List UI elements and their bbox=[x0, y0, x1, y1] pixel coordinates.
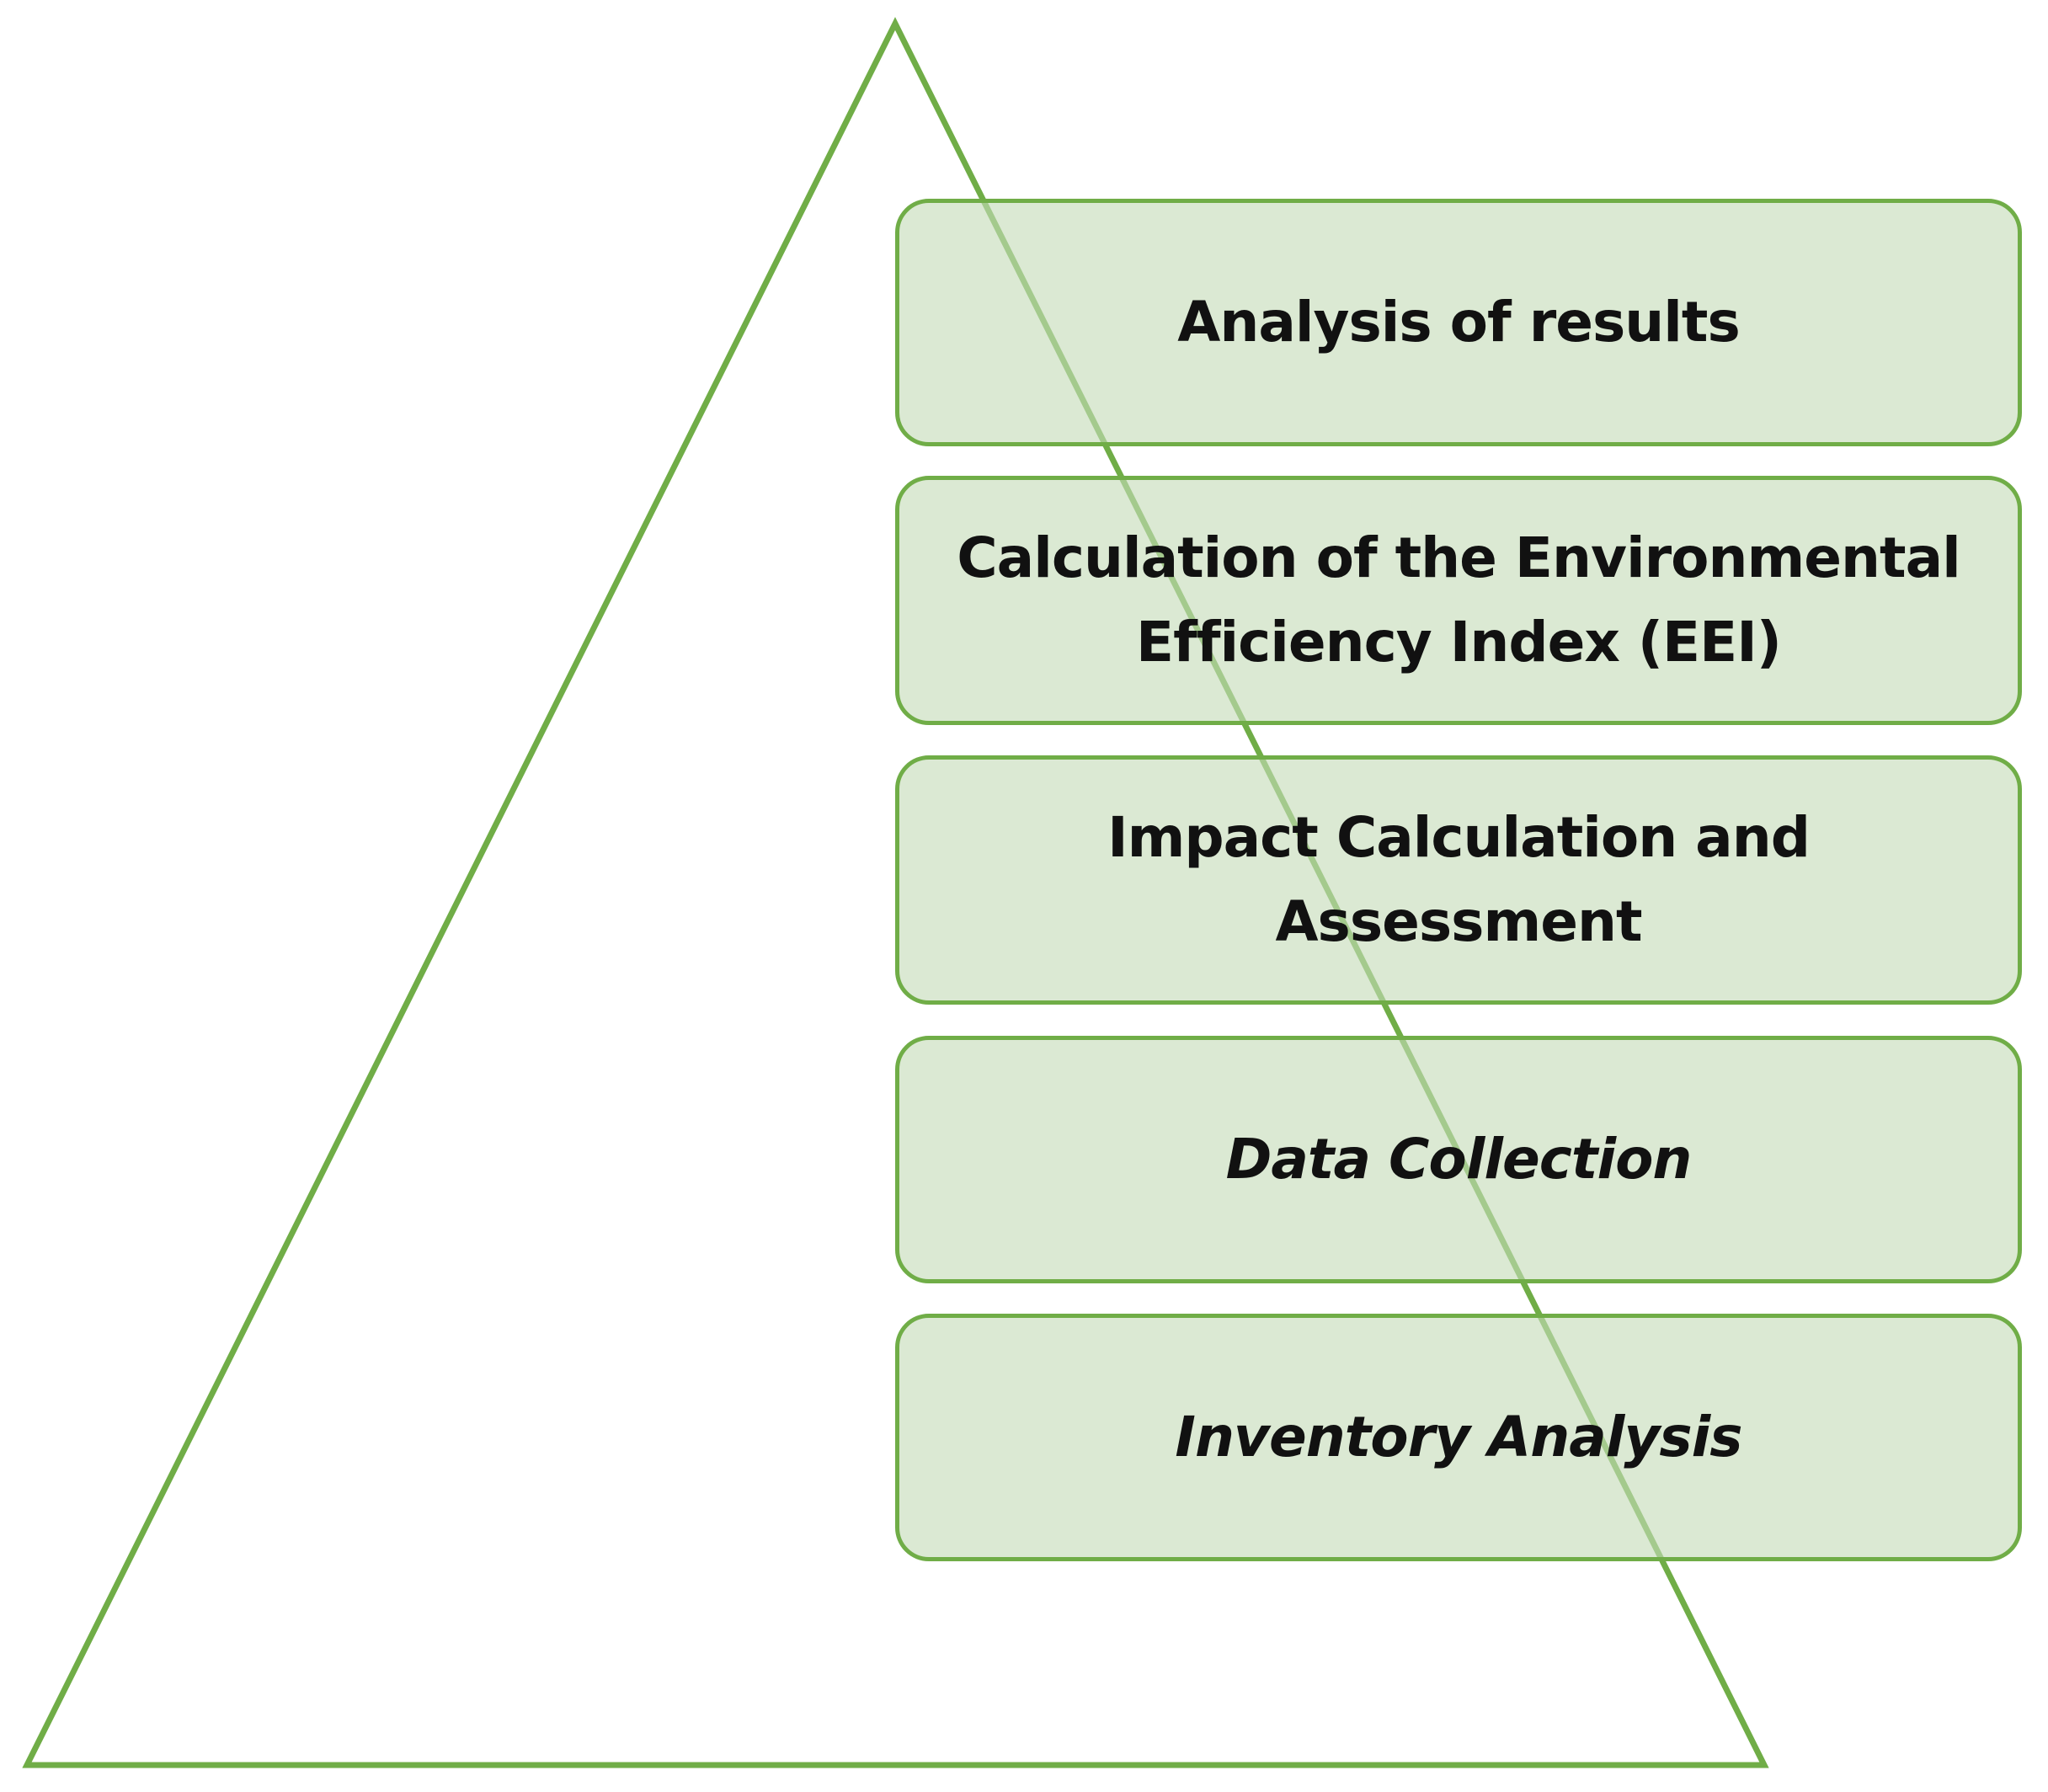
step-label: Calculation of the Environmental Efficie… bbox=[957, 525, 1960, 675]
step-box-impact-calculation: Impact Calculation and Assessment bbox=[895, 755, 2022, 1005]
step-label: Inventory Analysis bbox=[1175, 1405, 1742, 1469]
step-box-inventory-analysis: Inventory Analysis bbox=[895, 1314, 2022, 1561]
step-box-eei-calculation: Calculation of the Environmental Efficie… bbox=[895, 476, 2022, 725]
step-box-data-collection: Data Collection bbox=[895, 1036, 2022, 1283]
step-label: Impact Calculation and Assessment bbox=[1107, 805, 1811, 954]
step-box-analysis-of-results: Analysis of results bbox=[895, 199, 2022, 446]
step-label: Data Collection bbox=[1225, 1127, 1693, 1192]
step-label: Analysis of results bbox=[1177, 290, 1740, 355]
